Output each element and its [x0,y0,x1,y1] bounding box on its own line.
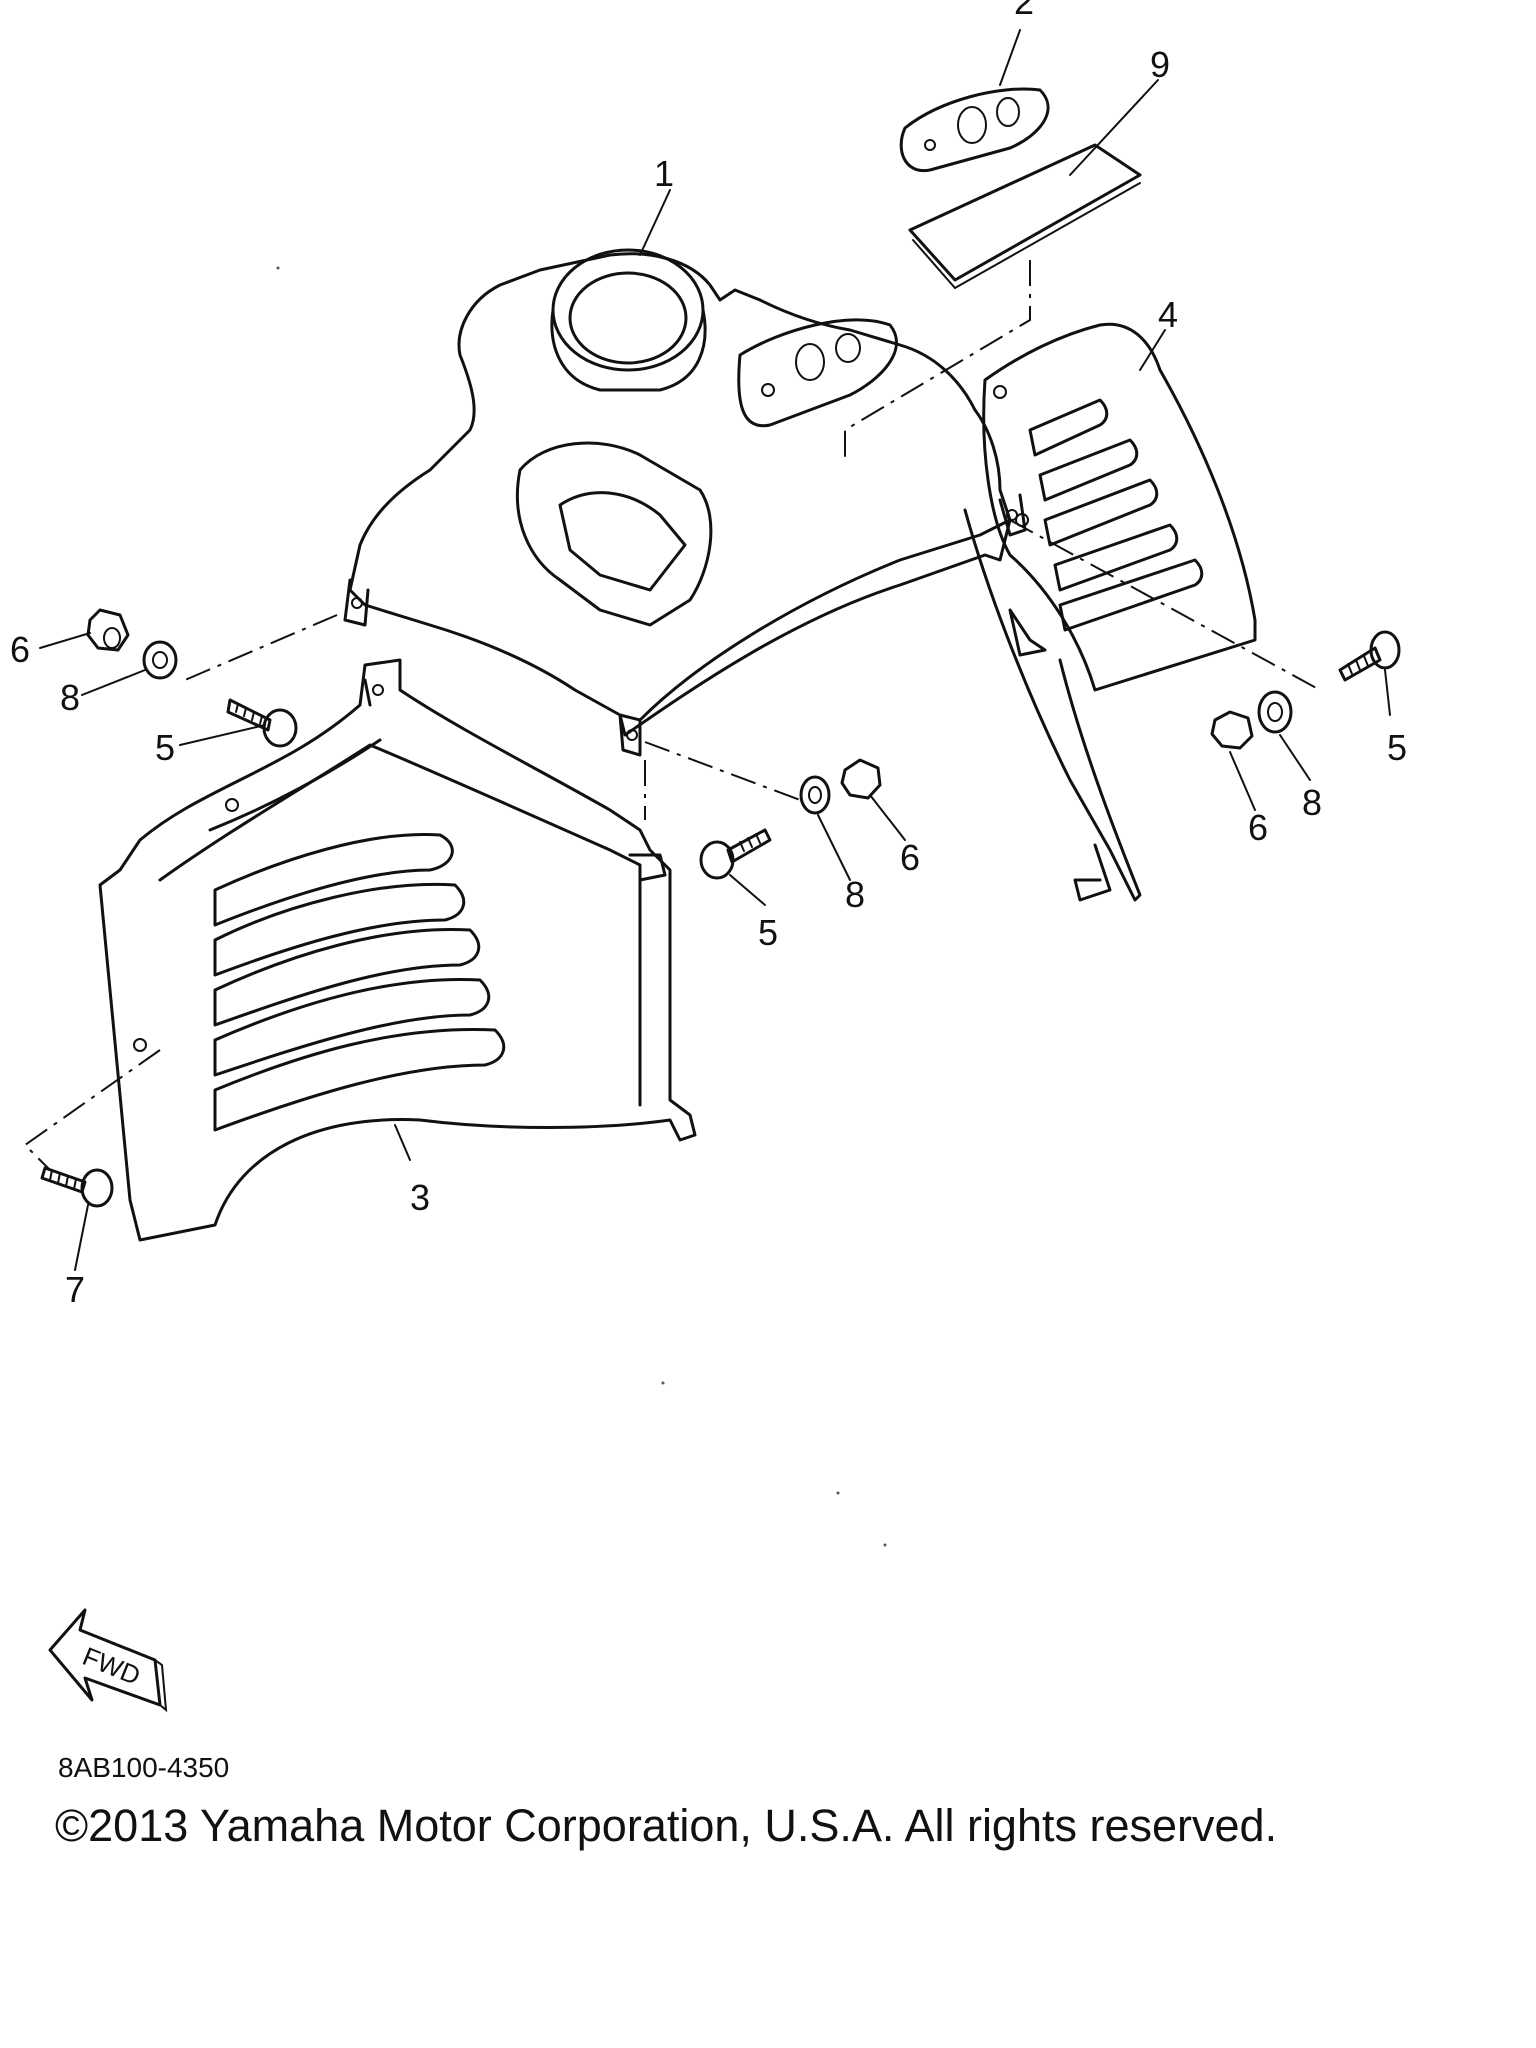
callout-5-right: 5 [1387,727,1407,768]
callout-5-left: 5 [155,727,175,768]
fastener-bolt-5-center [699,828,772,880]
callout-6-right: 6 [1248,807,1268,848]
fastener-screw-7 [40,1166,114,1208]
leader-lines [39,29,1391,1271]
fastener-nut-6-right [1210,710,1254,750]
fwd-label: FWD [79,1641,145,1691]
part-4-right-side-panel [963,322,1257,902]
callout-8-left: 8 [60,677,80,718]
part-2-gasket [899,87,1050,173]
callout-5-center: 5 [758,912,778,953]
fastener-washer-8-left [142,640,178,680]
assembly-lines [23,260,1321,1171]
callout-1: 1 [654,153,674,194]
forward-direction-arrow-icon: FWD [48,1608,168,1713]
callout-6-center: 6 [900,837,920,878]
callout-2: 2 [1014,0,1034,22]
part-1-upper-body-cover [343,248,1027,757]
fastener-bolt-5-right [1338,630,1401,682]
fastener-washer-8-right [1257,690,1293,734]
callout-6-left: 6 [10,629,30,670]
fastener-nut-6-left [86,608,130,652]
callout-8-center: 8 [845,874,865,915]
fastener-washer-8-center [799,775,831,815]
callout-4: 4 [1158,294,1178,335]
scan-specks [276,266,887,1547]
callout-9: 9 [1150,44,1170,85]
fastener-bolt-5-left [226,698,298,748]
callout-8-right: 8 [1302,782,1322,823]
drawing-code: 8AB100-4350 [58,1752,230,1783]
fastener-nut-6-center [840,758,882,800]
part-9-plate [908,143,1142,290]
callout-3: 3 [410,1177,430,1218]
part-3-left-side-panel [98,658,697,1242]
callout-7: 7 [65,1269,85,1310]
copyright-notice: ©2013 Yamaha Motor Corporation, U.S.A. A… [55,1800,1278,1851]
